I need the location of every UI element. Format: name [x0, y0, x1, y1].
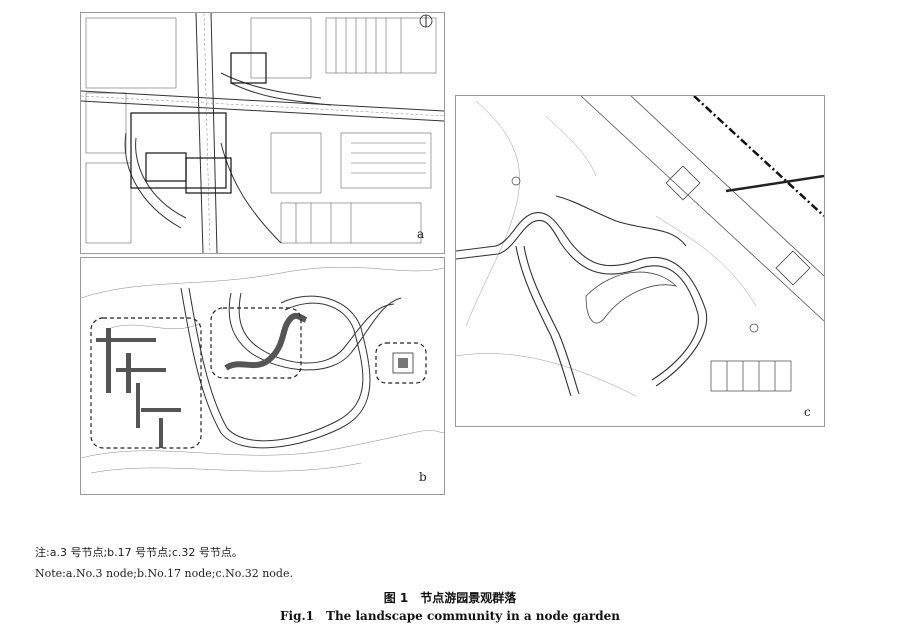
- site-plan-a: a: [80, 12, 445, 254]
- site-plan-b-drawing: [81, 266, 444, 474]
- figure-caption-english: Fig.1 The landscape community in a node g…: [0, 609, 900, 623]
- site-plan-c: c: [455, 95, 825, 427]
- figure-number-chinese: 图 1: [383, 591, 409, 605]
- figure-title-english: The landscape community in a node garden: [326, 609, 620, 623]
- panel-label-b: b: [419, 470, 427, 484]
- panel-label-c: c: [804, 405, 811, 419]
- site-plan-b: b: [80, 257, 445, 495]
- site-plan-c-drawing: [456, 96, 824, 397]
- figure-note-english: Note:a.No.3 node;b.No.17 node;c.No.32 no…: [35, 567, 293, 580]
- figure-number-english: Fig.1: [280, 609, 315, 623]
- figure-title-chinese: 节点游园景观群落: [420, 591, 517, 605]
- figure-note-chinese: 注:a.3 号节点;b.17 号节点;c.32 号节点。: [35, 546, 243, 559]
- panel-label-a: a: [417, 227, 425, 241]
- site-plan-a-drawing: [81, 13, 444, 253]
- north-arrow-icon: [419, 14, 433, 28]
- figure-caption-chinese: 图 1 节点游园景观群落: [0, 589, 900, 606]
